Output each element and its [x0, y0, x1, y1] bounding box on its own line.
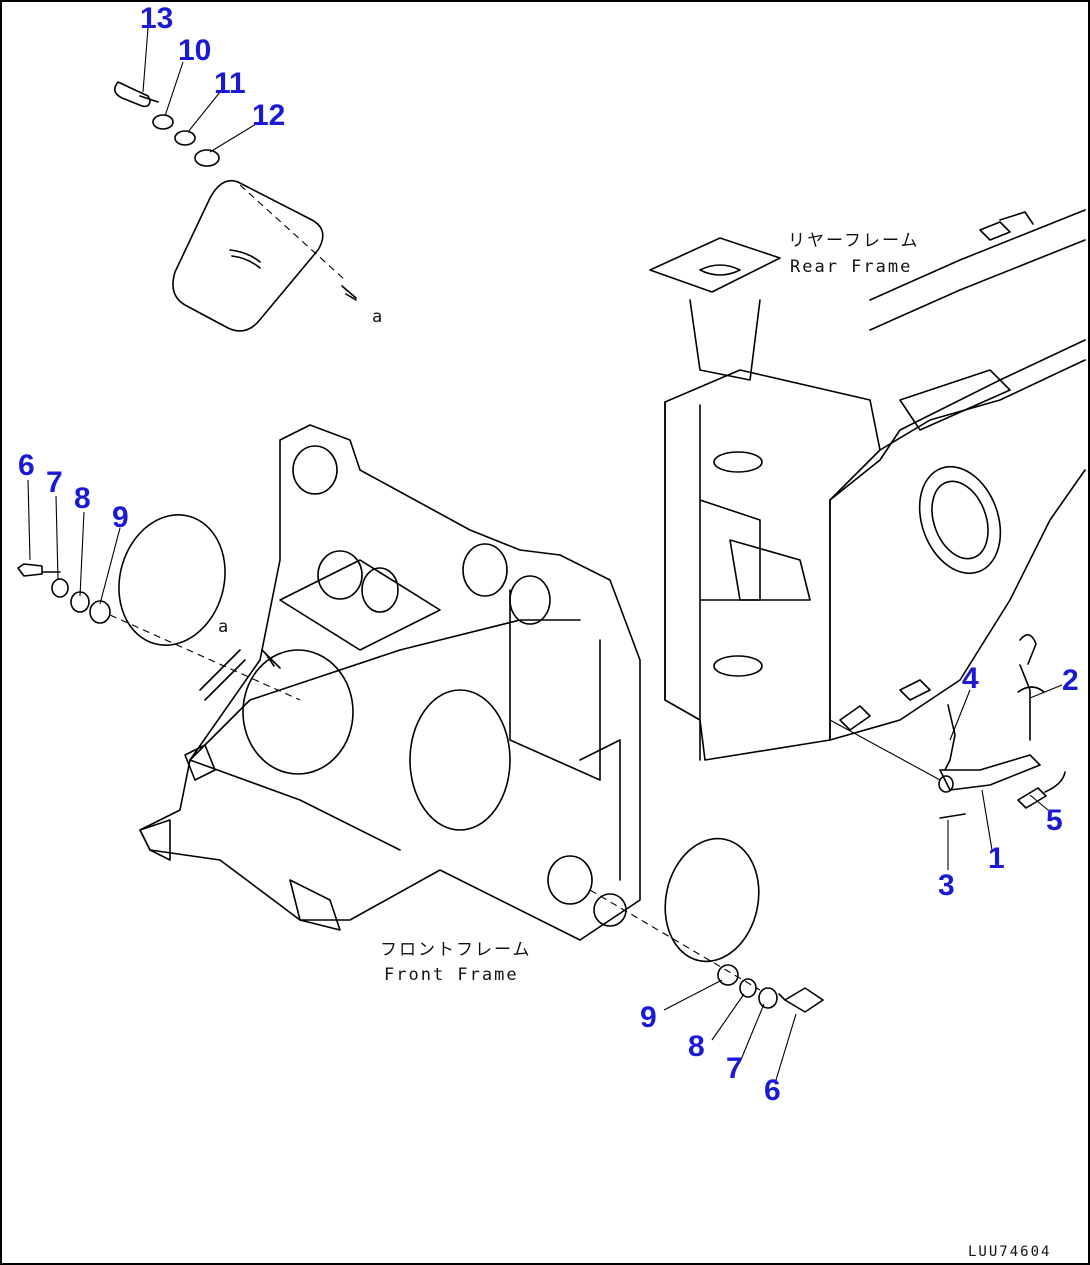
callout-8-right: 8: [688, 1030, 705, 1063]
leader-lines: [27, 27, 1063, 1081]
callout-12: 12: [252, 99, 285, 132]
view-marker-top: a: [372, 307, 384, 327]
callout-11: 11: [214, 67, 246, 100]
view-marker-left: a: [218, 617, 230, 637]
front-frame: [139, 424, 641, 941]
callout-6-right: 6: [764, 1074, 781, 1107]
callout-2: 2: [1062, 664, 1079, 697]
callout-7-right: 7: [726, 1052, 743, 1085]
rear-frame-label-jp: リヤーフレーム: [788, 231, 919, 251]
rear-frame: [649, 209, 1086, 761]
callout-4: 4: [962, 662, 979, 695]
lock-bar-assembly: [829, 634, 1066, 819]
callout-8-left: 8: [74, 482, 91, 515]
callout-7-left: 7: [46, 466, 63, 499]
rear-frame-label-en: Rear Frame: [790, 257, 912, 277]
callout-5: 5: [1046, 804, 1063, 837]
callout-10: 10: [178, 34, 211, 67]
drawing-code: LUU74604: [968, 1244, 1051, 1260]
left-side-cover: a: [17, 514, 301, 701]
right-side-cover: [589, 837, 824, 1013]
callout-9-right: 9: [640, 1001, 657, 1034]
front-frame-label-en: Front Frame: [384, 965, 519, 985]
callout-13: 13: [140, 2, 173, 35]
top-cover-assembly: a: [114, 81, 384, 332]
callout-6-left: 6: [18, 449, 35, 482]
callout-3: 3: [938, 869, 955, 902]
front-frame-label-jp: フロントフレーム: [380, 940, 532, 960]
callout-1: 1: [988, 842, 1005, 875]
callout-9-left: 9: [112, 501, 129, 534]
